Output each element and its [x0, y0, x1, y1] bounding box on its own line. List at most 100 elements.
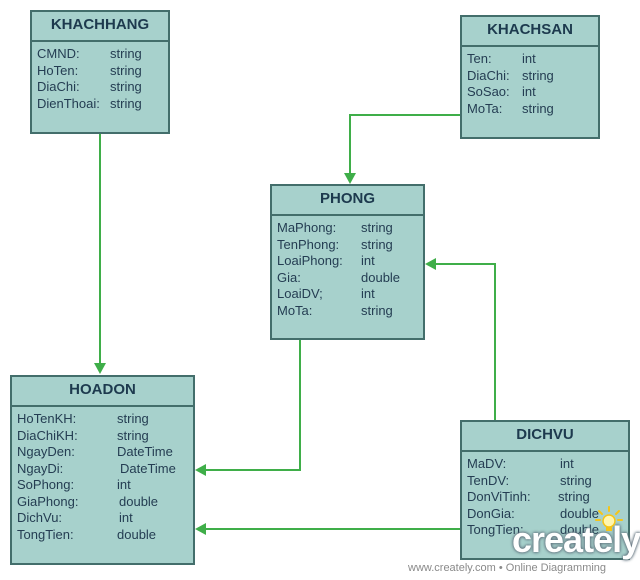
attribute-name: MaPhong: — [277, 220, 337, 235]
attribute-name: NgayDi: — [17, 460, 64, 476]
attribute-row: DiaChiKH: string — [12, 428, 193, 445]
attribute-name: GiaPhong: — [17, 493, 79, 509]
class-box-khachhang[interactable]: KHACHHANG CMND: string HoTen: string DiaCh… — [30, 10, 170, 134]
class-box-phong[interactable]: PHONG MaPhong: string TenPhong: string Loa… — [270, 184, 425, 340]
attribute-name: TongTien: — [17, 526, 74, 542]
attribute-name: HoTen: — [37, 62, 79, 78]
attribute-name: TenPhong: — [277, 236, 340, 252]
attribute-name: Ten: — [467, 51, 492, 66]
attribute-row: GiaPhong: double — [12, 494, 193, 511]
class-title: PHONG — [272, 186, 423, 216]
class-box-khachsan[interactable]: KHACHSAN Ten: int DiaChi: string SoSao: int… — [460, 15, 600, 139]
connector-dichvu-phong — [436, 263, 496, 420]
arrowhead-hoadon-top — [94, 363, 106, 374]
attribute-type: string — [110, 62, 142, 78]
lightbulb-icon — [595, 506, 623, 531]
attribute-type: double — [119, 493, 159, 509]
attribute-row: DiaChi: string — [462, 68, 598, 85]
attribute-name: DonViTinh: — [467, 489, 531, 504]
attribute-type: string — [117, 427, 149, 443]
attribute-name: MoTa: — [467, 100, 503, 116]
attribute-type: DateTime — [120, 460, 176, 476]
attribute-type: string — [361, 220, 393, 235]
class-box-hoadon[interactable]: HOADON HoTenKH: string DiaChiKH: string Ng… — [10, 375, 195, 565]
class-box-dichvu[interactable]: DICHVU MaDV: int TenDV: string DonViTinh: s… — [460, 420, 630, 560]
arrowhead-phong-right — [425, 258, 436, 270]
attribute-name: SoSao: — [467, 84, 510, 99]
class-title: HOADON — [12, 377, 193, 407]
attribute-name: LoaiPhong: — [277, 253, 343, 268]
attribute-name: DiaChi: — [37, 79, 80, 94]
attribute-row: MoTa: string — [462, 101, 598, 118]
footer-credit: www.creately.com • Online Diagramming — [408, 562, 607, 574]
attribute-type: DateTime — [117, 444, 173, 459]
attribute-type: string — [117, 411, 149, 426]
attribute-name: TongTien: — [467, 522, 524, 537]
attribute-name: DiaChi: — [467, 67, 510, 83]
attribute-row: HoTen: string — [32, 63, 168, 80]
attribute-name: MaDV: — [467, 456, 507, 471]
attribute-row: DonGia:double — [462, 506, 628, 523]
attribute-name: HoTenKH: — [17, 411, 77, 426]
attribute-row: DichVu: int — [12, 510, 193, 527]
attribute-type: double — [361, 269, 401, 285]
attribute-row: TenDV: string — [462, 473, 628, 490]
attribute-type: int — [560, 456, 574, 471]
class-title: KHACHSAN — [462, 17, 598, 47]
attribute-row: DiaChi: string — [32, 79, 168, 96]
attribute-name: SoPhong: — [17, 477, 75, 492]
attribute-row: NgayDi: DateTime — [12, 461, 193, 478]
attribute-type: string — [110, 46, 142, 61]
attribute-type: string — [560, 472, 592, 488]
attribute-type: int — [119, 510, 133, 525]
attribute-name: DiaChiKH: — [17, 427, 78, 443]
attribute-row: SoSao: int — [462, 84, 598, 101]
creately-logo[interactable]: creately — [512, 506, 640, 560]
attribute-type: double — [560, 522, 600, 537]
attribute-row: TongTien: double — [12, 527, 193, 544]
class-title: DICHVU — [462, 422, 628, 452]
attribute-type: double — [117, 526, 157, 542]
attribute-row: CMND: string — [32, 46, 168, 63]
arrowhead-hoadon-right-upper — [195, 464, 206, 476]
attribute-name: MoTa: — [277, 302, 313, 318]
attribute-type: int — [522, 84, 536, 99]
attribute-type: string — [361, 236, 393, 252]
attribute-row: SoPhong: int — [12, 477, 193, 494]
attribute-name: LoaiDV; — [277, 286, 323, 301]
attribute-type: string — [110, 79, 142, 94]
connector-phong-hoadon — [206, 340, 301, 471]
attribute-name: TenDV: — [467, 472, 510, 488]
class-title: KHACHHANG — [32, 12, 168, 42]
attribute-name: DichVu: — [17, 510, 63, 525]
arrowhead-phong-top — [344, 173, 356, 184]
attribute-type: int — [522, 51, 536, 66]
attribute-row: MaPhong: string — [272, 220, 423, 237]
arrowhead-hoadon-right-lower — [195, 523, 206, 535]
attribute-type: int — [117, 477, 131, 492]
attribute-row: LoaiDV;int — [272, 286, 423, 303]
attribute-name: DienThoai: — [37, 95, 100, 111]
attribute-type: string — [361, 302, 393, 318]
attribute-name: CMND: — [37, 46, 80, 61]
attribute-type: string — [558, 489, 590, 504]
attribute-name: DonGia: — [467, 505, 515, 521]
attribute-row: MoTa: string — [272, 303, 423, 320]
attribute-name: Gia: — [277, 269, 301, 285]
attribute-row: Ten: int — [462, 51, 598, 68]
attribute-type: string — [522, 67, 554, 83]
attribute-row: DonViTinh: string — [462, 489, 628, 506]
attribute-type: string — [522, 100, 554, 116]
attribute-row: LoaiPhong: int — [272, 253, 423, 270]
attribute-type: int — [361, 253, 375, 268]
attribute-row: NgayDen:DateTime — [12, 444, 193, 461]
attribute-row: DienThoai: string — [32, 96, 168, 113]
attribute-row: TongTien: double — [462, 522, 628, 539]
attribute-row: TenPhong: string — [272, 237, 423, 254]
attribute-type: string — [110, 95, 142, 111]
attribute-row: HoTenKH: string — [12, 411, 193, 428]
connector-khachsan-phong — [349, 114, 461, 174]
attribute-row: Gia: double — [272, 270, 423, 287]
logo-text: creately — [512, 519, 640, 560]
